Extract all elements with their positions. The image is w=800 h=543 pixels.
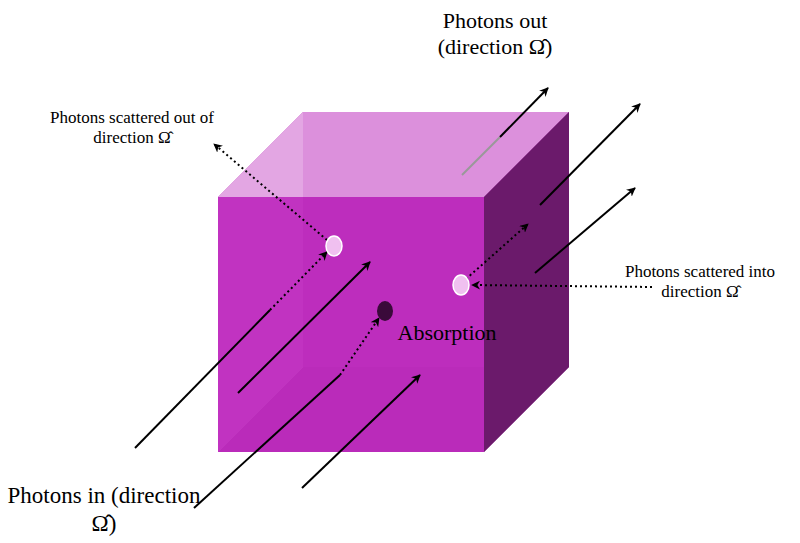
scatter-out-label: Photons scattered out of direction Ω̂	[45, 108, 220, 149]
photon-path	[302, 375, 420, 488]
scatter-in-label: Photons scattered into direction Ω̂	[620, 262, 780, 303]
photon-path-inside	[462, 137, 500, 175]
scattering-site	[453, 275, 469, 295]
photon-path-dotted	[270, 252, 327, 310]
input-label: Photons in (direction Ω̂)	[4, 482, 204, 537]
scattered-in-path	[466, 224, 528, 279]
photon-path	[500, 88, 548, 137]
photon-path	[194, 375, 340, 508]
photon-path	[540, 104, 640, 205]
photon-path-dotted	[340, 318, 379, 375]
photon-path	[135, 310, 270, 448]
photon-arrows	[135, 88, 652, 508]
output-label: Photons out (direction Ω̂)	[400, 8, 590, 61]
scattering-site	[326, 236, 342, 256]
photon-path	[535, 188, 635, 273]
absorption-label: Absorption	[372, 320, 522, 346]
photon-path	[238, 262, 370, 393]
scattered-in-path	[472, 285, 652, 287]
cube-right-face	[484, 112, 569, 452]
absorption-site	[377, 301, 393, 321]
scattered-out-path	[214, 144, 327, 240]
